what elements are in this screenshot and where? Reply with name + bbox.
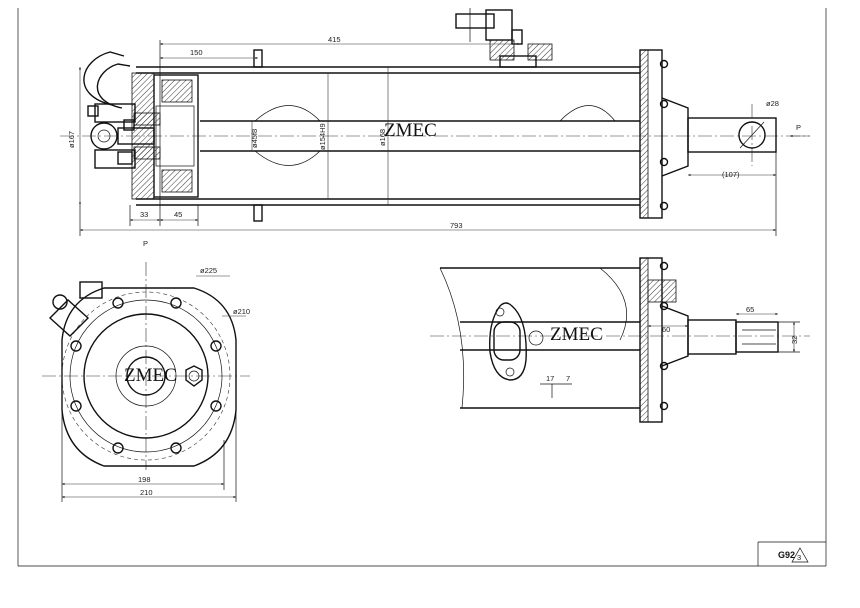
dim-d28: ø28 (766, 99, 779, 108)
end-view-label-p: P (143, 239, 148, 248)
drawing-code: G92 (778, 550, 795, 560)
dim-210: 210 (140, 488, 153, 497)
dim-150: 150 (190, 48, 203, 57)
dim-d168: ø168 (378, 129, 387, 146)
end-view (42, 262, 250, 502)
dim-d210-circle: ø210 (233, 307, 250, 316)
dim-793: 793 (450, 221, 463, 230)
dim-7: 7 (566, 374, 570, 383)
side-detail-view (430, 257, 810, 423)
dim-32: 32 (790, 336, 799, 344)
dim-415: 415 (328, 35, 341, 44)
dim-d225: ø225 (200, 266, 217, 275)
dim-17: 17 (546, 374, 554, 383)
watermark-side: ZMEC (550, 324, 603, 345)
dim-65: 65 (746, 305, 754, 314)
revision-mark: 3 (797, 553, 801, 562)
main-cylinder-section (60, 8, 810, 236)
dim-d167: ø167 (67, 131, 76, 148)
dim-107: (107) (722, 170, 740, 179)
dim-d154h9: ø154H9 (318, 123, 327, 150)
dim-198: 198 (138, 475, 151, 484)
port-label-p: P (796, 123, 801, 132)
dim-d45f8: ø45f8 (250, 129, 259, 148)
top-port-fitting (455, 8, 553, 68)
dim-45: 45 (174, 210, 182, 219)
dim-60: 60 (662, 325, 670, 334)
sheet-frame (17, 8, 827, 567)
watermark-end: ZMEC (124, 365, 177, 386)
dim-33: 33 (140, 210, 148, 219)
title-block (757, 541, 826, 566)
watermark-main: ZMEC (384, 120, 437, 141)
